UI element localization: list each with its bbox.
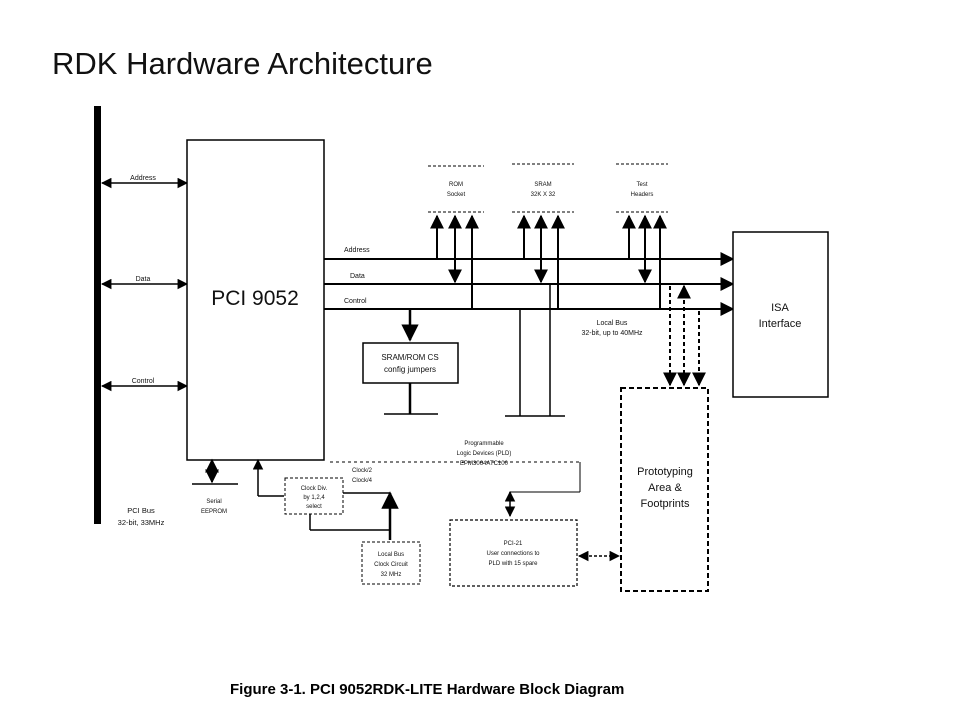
isa-line1: ISA [771, 302, 789, 314]
pci21-line2: User connections to [486, 551, 540, 557]
clock-outputs-line2: Clock/4 [352, 478, 373, 484]
rom-socket-line2: Socket [447, 192, 466, 198]
prototyping-area-box [620, 387, 709, 592]
local-bus-line1: Local Bus [597, 320, 628, 327]
sram-rom-cs-line2: config jumpers [384, 365, 436, 374]
test-headers-box [616, 163, 668, 213]
prototyping-line1: Prototyping [637, 466, 693, 478]
isa-line2: Interface [759, 318, 802, 330]
isa-interface-box [732, 231, 829, 398]
pld-line2: Logic Devices (PLD) [457, 451, 512, 457]
sram-line1: SRAM [534, 182, 551, 188]
pci-bus-bar [94, 106, 101, 524]
serial-eeprom-line2: EEPROM [201, 509, 227, 515]
test-headers-line2: Headers [631, 192, 654, 198]
prototyping-line3: Footprints [641, 498, 690, 510]
clock-div-line2: by 1,2,4 [303, 495, 325, 501]
pci-bus-label-line2: 32-bit, 33MHz [118, 518, 165, 527]
clock-outputs-line1: Clock/2 [352, 468, 373, 474]
local-address-label: Address [344, 247, 370, 254]
clock-div-line3: select [306, 504, 322, 510]
serial-eeprom-line1: Serial [206, 499, 221, 505]
pci9052-label: PCI 9052 [211, 287, 299, 310]
pci-address-label: Address [130, 175, 156, 182]
pld-line1: Programmable [464, 441, 504, 447]
prototyping-line2: Area & [648, 482, 682, 494]
clock-div-box [284, 477, 344, 515]
local-bus-line2: 32-bit, up to 40MHz [581, 330, 643, 337]
pci21-line1: PCI-21 [504, 541, 523, 547]
local-control-label: Control [344, 298, 367, 305]
pld-line3: EPM3064ATC100 [460, 461, 509, 467]
local-data-label: Data [350, 273, 365, 280]
test-headers-line1: Test [636, 182, 647, 188]
pci-data-label: Data [136, 276, 151, 283]
sram-box [512, 163, 574, 213]
local-clock-line3: 32 MHz [381, 572, 402, 578]
pci-bus-label-line1: PCI Bus [127, 506, 155, 515]
pci21-box [449, 519, 578, 587]
clock-div-line1: Clock Div. [301, 486, 328, 492]
rom-socket-line1: ROM [449, 182, 463, 188]
slide-title: RDK Hardware Architecture [52, 46, 433, 81]
rom-socket-box [428, 165, 484, 213]
sram-rom-cs-box [362, 342, 459, 384]
pci-control-label: Control [132, 378, 155, 385]
sram-rom-cs-line1: SRAM/ROM CS [381, 353, 438, 362]
local-clock-box [361, 541, 421, 585]
local-clock-line2: Clock Circuit [374, 562, 408, 568]
figure-caption: Figure 3-1. PCI 9052RDK-LITE Hardware Bl… [230, 681, 624, 698]
pci21-line3: PLD with 15 spare [488, 561, 538, 567]
local-clock-line1: Local Bus [378, 552, 404, 558]
sram-line2: 32K X 32 [531, 192, 556, 198]
